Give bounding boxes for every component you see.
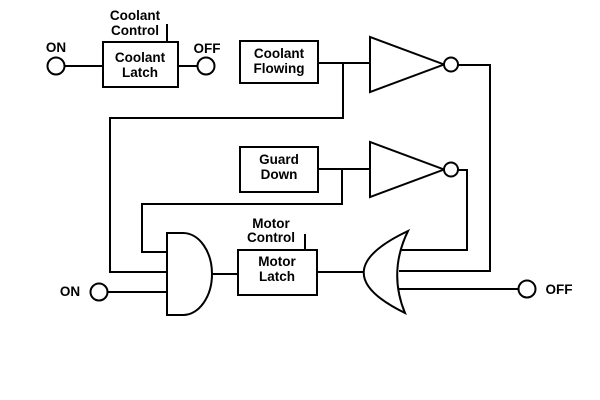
coolant-on-button-circle <box>46 56 66 76</box>
motor-control-label-line2: Control <box>247 230 295 245</box>
wire-coolant-flowing-to-and <box>109 63 344 273</box>
or-gate <box>362 228 411 316</box>
coolant-latch-label-line2: Latch <box>122 65 158 80</box>
coolant-latch-box <box>102 41 179 88</box>
motor-latch-label-line1: Motor <box>258 254 296 269</box>
coolant-latch-label-line1: Coolant <box>115 50 166 65</box>
motor-off-button-circle <box>517 279 537 299</box>
motor-latch-label-line2: Latch <box>259 269 295 284</box>
not-gate-guard-bubble-icon <box>443 161 459 178</box>
motor-control-label-line1: Motor <box>252 216 290 231</box>
not-gate-coolant <box>369 35 459 94</box>
and-gate <box>166 232 213 316</box>
coolant-on-label: ON <box>46 40 66 55</box>
coolant-off-label: OFF <box>194 41 221 56</box>
motor-latch-box <box>237 249 318 296</box>
not-gate-guard-triangle <box>369 140 447 199</box>
coolant-flowing-box <box>239 40 319 84</box>
not-gate-guard <box>369 140 459 199</box>
coolant-control-label-line1: Coolant <box>110 8 161 23</box>
wires <box>64 24 518 293</box>
not-gate-coolant-triangle <box>369 35 447 94</box>
motor-on-button-circle <box>89 282 109 302</box>
not-gate-coolant-bubble-icon <box>443 56 459 73</box>
coolant-flowing-label-line1: Coolant <box>254 46 305 61</box>
wire-not1-to-or <box>399 64 491 272</box>
guard-down-box <box>239 146 319 193</box>
wire-not2-to-or <box>400 169 468 251</box>
coolant-control-label-line2: Control <box>111 23 159 38</box>
motor-off-label: OFF <box>546 282 573 297</box>
guard-down-label-line1: Guard <box>259 152 299 167</box>
guard-down-label-line2: Down <box>261 167 298 182</box>
coolant-off-button-circle <box>196 56 216 76</box>
motor-on-label: ON <box>60 284 80 299</box>
wire-guard-down-to-and <box>141 169 343 253</box>
coolant-flowing-label-line2: Flowing <box>254 61 305 76</box>
